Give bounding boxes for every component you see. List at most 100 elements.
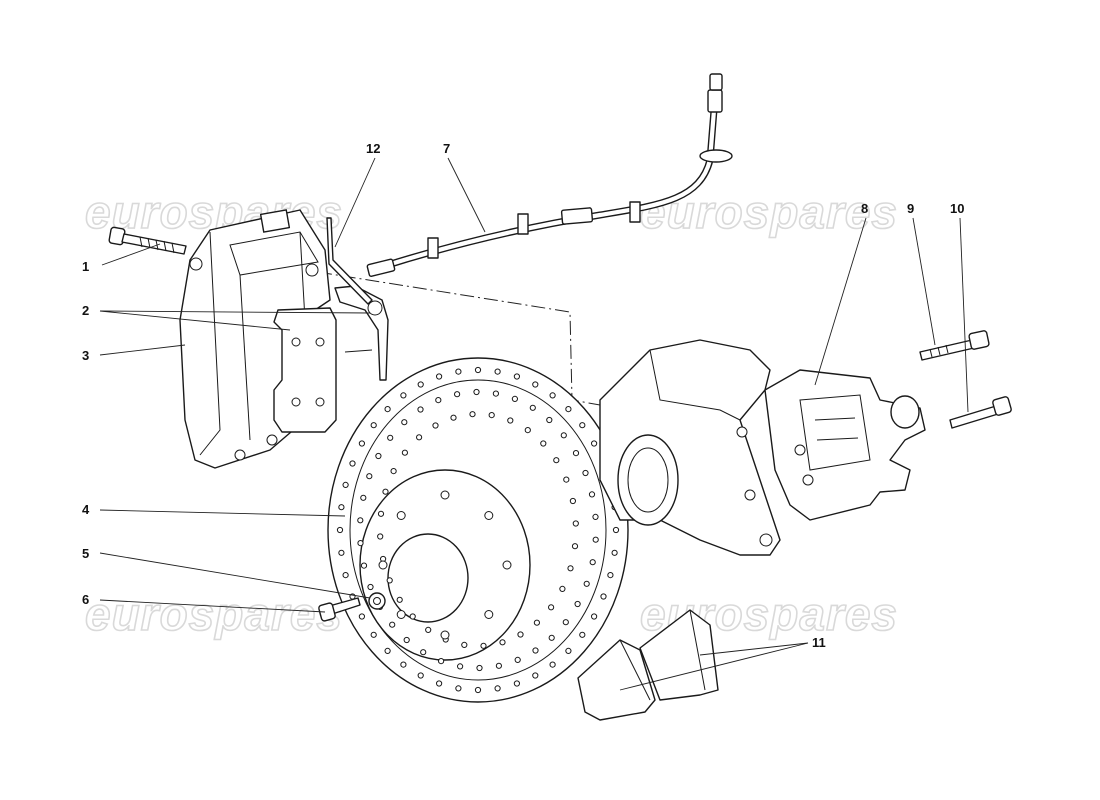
- drill-hole: [357, 517, 364, 524]
- drill-hole: [342, 572, 349, 579]
- callout-7: 7: [443, 141, 450, 156]
- drill-hole: [377, 510, 385, 517]
- disc-screw: [318, 597, 361, 622]
- drill-hole: [358, 440, 365, 447]
- drill-hole: [425, 626, 432, 634]
- drill-hole: [600, 593, 607, 600]
- drill-hole: [553, 457, 560, 464]
- drill-hole: [480, 642, 487, 649]
- drill-hole: [366, 473, 373, 480]
- drill-hole: [416, 434, 423, 441]
- drill-hole: [582, 469, 589, 477]
- drill-hole: [583, 580, 590, 587]
- drill-hole: [549, 661, 556, 668]
- drill-hole: [473, 388, 480, 396]
- callout-2: 2: [82, 303, 89, 318]
- drill-hole: [548, 604, 555, 611]
- drill-hole: [358, 613, 365, 620]
- callout-labels: 1 2 3 4 5 6 7 8 9 10 11 12: [82, 141, 964, 650]
- drill-hole: [532, 381, 539, 388]
- drill-hole: [375, 452, 382, 460]
- drill-hole: [513, 373, 521, 380]
- drill-hole: [417, 672, 424, 679]
- drill-hole: [370, 631, 377, 638]
- drill-hole: [436, 373, 443, 380]
- brake-disc: [327, 357, 629, 703]
- drill-hole: [524, 427, 531, 434]
- drill-hole: [562, 619, 569, 626]
- drill-hole: [571, 543, 579, 550]
- disc-drill-holes: [336, 366, 620, 694]
- drill-hole: [592, 536, 599, 543]
- callout-1: 1: [82, 259, 89, 274]
- washer: [368, 592, 386, 610]
- drill-hole: [432, 422, 439, 429]
- rear-caliper: [764, 369, 926, 521]
- drill-hole: [499, 639, 506, 646]
- drill-hole: [454, 391, 461, 398]
- hub-bolt-hole: [484, 610, 494, 619]
- drill-hole: [400, 661, 407, 668]
- drill-hole: [507, 417, 514, 424]
- wear-sensor: [326, 217, 383, 316]
- callout-11: 11: [812, 635, 826, 650]
- drill-hole: [420, 649, 427, 656]
- drill-hole: [565, 647, 572, 655]
- watermark-bottom-left: eurospares: [85, 588, 343, 640]
- drill-hole: [360, 562, 368, 569]
- drill-hole: [532, 672, 539, 679]
- drill-hole: [450, 414, 457, 421]
- callout-9: 9: [907, 201, 914, 216]
- callout-10: 10: [950, 201, 964, 216]
- drill-hole: [572, 450, 580, 457]
- drill-hole: [517, 631, 524, 638]
- drill-hole: [435, 397, 442, 404]
- hub-bolt-hole: [378, 560, 388, 570]
- drill-hole: [409, 613, 416, 620]
- drill-hole: [469, 411, 476, 418]
- drill-hole: [396, 596, 403, 603]
- drill-hole: [403, 636, 410, 644]
- assembly-centerline: [317, 271, 601, 406]
- drill-hole: [494, 685, 501, 692]
- pad-retainers: [577, 609, 719, 721]
- drill-hole: [546, 416, 553, 424]
- drill-hole: [588, 491, 596, 498]
- drill-hole: [579, 631, 586, 638]
- drill-hole: [533, 619, 541, 626]
- hub-carrier: [599, 339, 781, 556]
- drill-hole: [565, 406, 572, 413]
- drill-hole: [417, 406, 424, 413]
- drill-hole: [492, 390, 499, 397]
- callout-6: 6: [82, 592, 89, 607]
- drill-hole: [357, 540, 364, 547]
- drill-hole: [390, 468, 397, 475]
- drill-hole: [455, 685, 462, 692]
- drill-hole: [612, 526, 620, 534]
- drill-hole: [589, 559, 596, 566]
- drill-hole: [338, 549, 345, 556]
- callout-3: 3: [82, 348, 89, 363]
- drill-hole: [417, 381, 424, 388]
- hub-bolt-hole: [484, 511, 494, 520]
- hub-bolt-hole: [440, 630, 450, 640]
- drill-hole: [607, 572, 614, 579]
- caliper-bolt: [108, 226, 187, 255]
- drill-hole: [560, 432, 567, 439]
- drill-hole: [389, 621, 396, 628]
- drill-hole: [455, 368, 462, 375]
- drill-hole: [591, 440, 598, 447]
- drill-hole: [387, 434, 394, 441]
- drill-hole: [401, 449, 408, 456]
- callout-5: 5: [82, 546, 89, 561]
- drill-hole: [532, 647, 539, 654]
- drill-hole: [438, 658, 445, 665]
- drill-hole: [514, 656, 521, 664]
- drill-hole: [401, 419, 408, 426]
- drill-hole: [336, 526, 344, 534]
- callout-8: 8: [861, 201, 868, 216]
- drill-hole: [377, 533, 384, 540]
- drill-hole: [370, 422, 377, 429]
